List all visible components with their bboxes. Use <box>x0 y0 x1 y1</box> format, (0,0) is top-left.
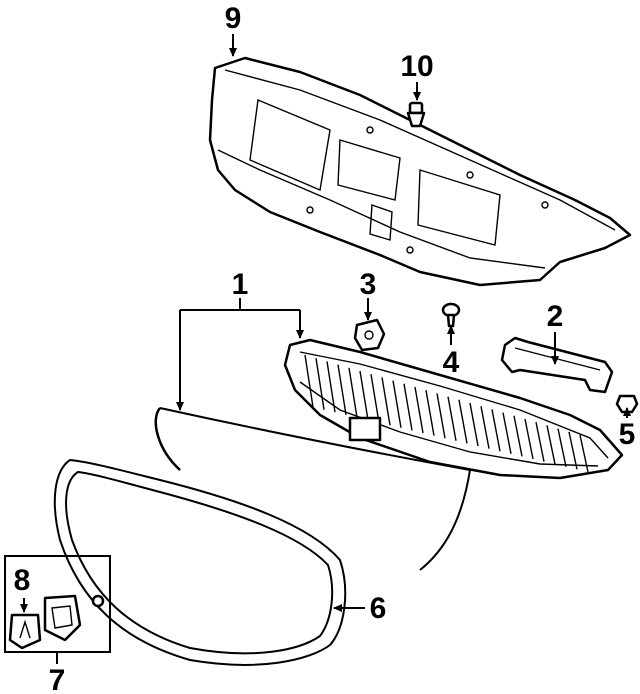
callout-1: 1 <box>232 268 249 301</box>
grille-slat <box>447 396 457 441</box>
callout-6: 6 <box>370 592 387 625</box>
molding-part-6 <box>154 407 472 571</box>
grille-slat <box>425 390 435 436</box>
callout-labels: 9 10 1 3 2 4 5 6 8 7 <box>14 2 636 694</box>
screw-part-4 <box>441 302 461 328</box>
callout-7: 7 <box>49 664 66 694</box>
grille-slat <box>502 412 512 454</box>
grille-slat <box>436 393 446 439</box>
grille-slat <box>403 383 413 431</box>
grille-slat <box>392 380 402 428</box>
grille-slat <box>546 425 556 465</box>
grille-slat <box>513 415 523 457</box>
grille-slat <box>568 431 578 470</box>
grille-slat <box>535 422 545 462</box>
emblem-kit-box <box>4 555 111 653</box>
grille-slat <box>491 409 501 452</box>
grille-slat <box>326 361 336 413</box>
callout-8: 8 <box>14 564 31 597</box>
grille-slat <box>524 418 534 460</box>
callout-3: 3 <box>360 268 377 301</box>
grille-slat <box>370 374 380 423</box>
grille-slat <box>469 402 479 447</box>
molding-frame <box>53 458 347 666</box>
grille-slat <box>458 399 468 444</box>
nut-part-5 <box>615 394 639 414</box>
grille-slat <box>315 358 325 410</box>
clip-part-10 <box>406 101 426 128</box>
bracket-part-2 <box>500 336 614 394</box>
grille-slat <box>480 406 490 449</box>
grille-slat <box>381 377 391 426</box>
callout-5: 5 <box>619 418 636 451</box>
grille-slat <box>414 386 424 434</box>
bracket-part-3 <box>353 318 386 352</box>
grille-slat <box>557 428 567 467</box>
grille-slat <box>579 434 589 473</box>
callout-4: 4 <box>443 346 460 379</box>
radiator-support-cover <box>208 56 632 287</box>
callout-9: 9 <box>225 2 242 35</box>
grille-assembly <box>283 338 624 480</box>
callout-10: 10 <box>400 50 433 83</box>
leader-lines <box>20 34 631 664</box>
grille-slat <box>337 364 347 415</box>
grille-slat <box>348 367 358 418</box>
grille-slat <box>359 370 369 421</box>
callout-2: 2 <box>547 300 564 333</box>
grille-slats <box>304 354 589 473</box>
grille-slat <box>304 354 314 408</box>
